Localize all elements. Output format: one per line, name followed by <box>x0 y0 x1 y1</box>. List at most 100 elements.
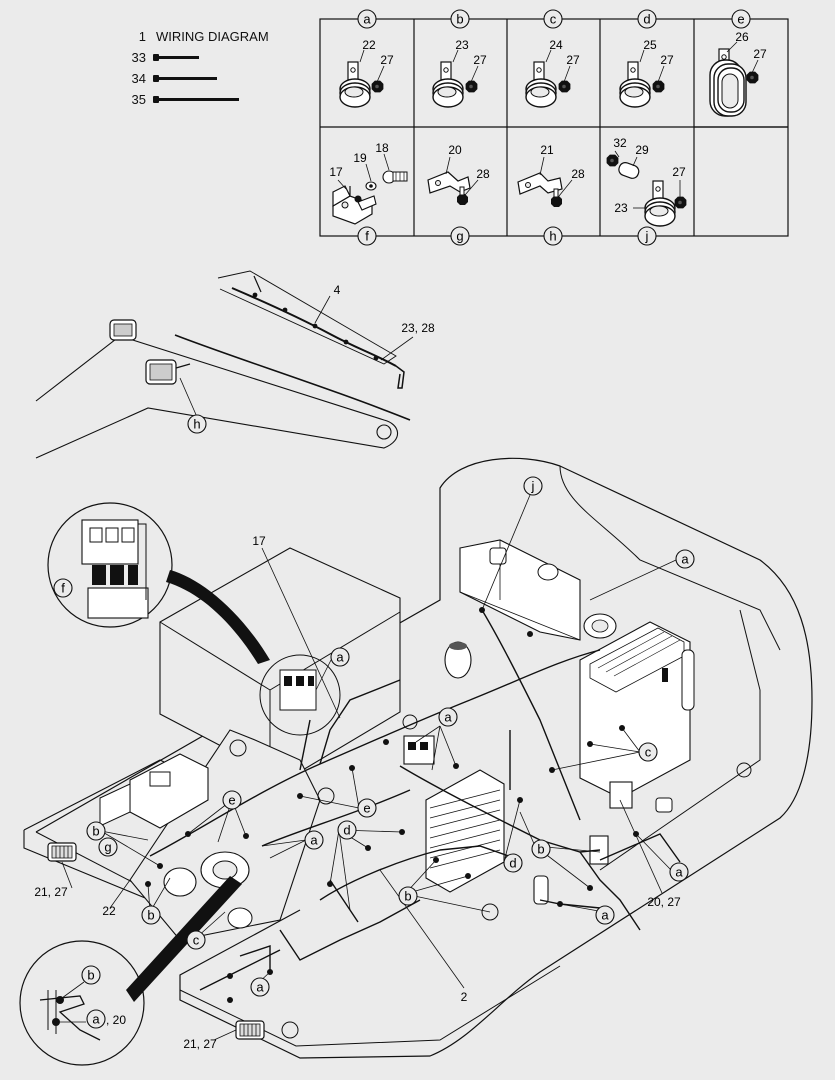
svg-text:27: 27 <box>473 53 487 67</box>
svg-text:b: b <box>404 889 411 904</box>
svg-text:h: h <box>549 229 556 244</box>
callout-j: j <box>523 476 543 496</box>
legend-row-33: 33 <box>120 47 310 68</box>
detail-letter-d: d <box>637 9 657 29</box>
svg-text:c: c <box>550 12 557 27</box>
svg-text:c: c <box>193 933 200 948</box>
svg-text:23: 23 <box>455 38 469 52</box>
detail-letter-f: f <box>357 226 377 246</box>
svg-text:d: d <box>509 856 516 871</box>
main-label-17: 17 <box>252 534 266 548</box>
cable-tie-icon <box>153 96 239 103</box>
svg-text:b: b <box>87 968 94 983</box>
engine-block <box>444 539 617 679</box>
svg-text:26: 26 <box>735 30 749 44</box>
svg-text:b: b <box>456 12 463 27</box>
svg-text:b: b <box>147 908 154 923</box>
cable-tie-icon <box>153 54 199 61</box>
detail-cell-g: 20 28 <box>427 143 490 206</box>
detail-letter-a: a <box>357 9 377 29</box>
legend-label: WIRING DIAGRAM <box>156 29 269 44</box>
svg-text:a: a <box>681 552 689 567</box>
svg-text:g: g <box>104 840 111 855</box>
main-label-21-27-left: 21, 27 <box>34 885 68 899</box>
svg-text:28: 28 <box>476 167 490 181</box>
detail-pointer-bottom <box>126 876 242 1002</box>
main-view: f 17 b a , 20 <box>19 457 813 1066</box>
boom-clamp-label: 23, 28 <box>401 321 435 335</box>
callout-a-relay: a <box>438 707 458 727</box>
detail-cell-c: 24 27 <box>525 38 580 108</box>
legend-number: 1 <box>138 29 146 44</box>
detail-cell-d: 25 27 <box>619 38 674 108</box>
detail-cell-f: 17 19 18 <box>329 141 408 225</box>
callout-h-boom: h <box>187 414 207 434</box>
legend-number: 34 <box>131 71 146 86</box>
legend-number: 33 <box>131 50 146 65</box>
svg-text:28: 28 <box>571 167 585 181</box>
callout-a-bracket: a <box>304 830 324 850</box>
svg-text:a: a <box>363 12 371 27</box>
main-label-2: 2 <box>461 990 468 1004</box>
svg-text:h: h <box>193 417 200 432</box>
main-label-a20: , 20 <box>106 1013 126 1027</box>
svg-text:a: a <box>601 908 609 923</box>
svg-text:f: f <box>61 581 65 596</box>
callout-d-cooler: d <box>503 853 523 873</box>
battery-box <box>99 753 209 829</box>
detail-view-bottom <box>19 940 145 1066</box>
callout-a-detail: a <box>86 1009 106 1029</box>
svg-text:27: 27 <box>566 53 580 67</box>
callout-a-bottom: a <box>250 977 270 997</box>
legend-row-35: 35 <box>120 89 310 110</box>
svg-text:32: 32 <box>613 136 627 150</box>
cable-tie-icon <box>153 75 217 82</box>
detail-letter-h: h <box>543 226 563 246</box>
detail-letter-g: g <box>450 226 470 246</box>
rear-light-bottom <box>235 1020 265 1040</box>
svg-text:27: 27 <box>660 53 674 67</box>
rear-light-left <box>47 842 77 862</box>
callout-d-center: d <box>337 820 357 840</box>
legend-row-34: 34 <box>120 68 310 89</box>
svg-text:a: a <box>310 833 318 848</box>
svg-text:b: b <box>92 824 99 839</box>
callout-a-right: a <box>669 862 689 882</box>
svg-text:a: a <box>92 1012 100 1027</box>
svg-text:21: 21 <box>540 143 554 157</box>
boom-view: 4 23, 28 h <box>35 270 435 459</box>
callout-c-bracket: c <box>186 930 206 950</box>
svg-text:17: 17 <box>329 165 343 179</box>
callout-g: g <box>98 837 118 857</box>
radiator <box>579 621 695 799</box>
svg-text:j: j <box>531 479 535 494</box>
svg-text:f: f <box>365 229 369 244</box>
boom-part-label: 4 <box>334 283 341 297</box>
main-label-21-27-bottom: 21, 27 <box>183 1037 217 1051</box>
detail-letter-b: b <box>450 9 470 29</box>
svg-text:22: 22 <box>362 38 376 52</box>
callout-b-right: b <box>531 839 551 859</box>
callout-b-center: b <box>398 886 418 906</box>
svg-text:b: b <box>537 842 544 857</box>
svg-text:e: e <box>228 793 235 808</box>
fuse-box-detail <box>259 654 341 736</box>
detail-letter-c: c <box>543 9 563 29</box>
callout-b-left: b <box>86 821 106 841</box>
callout-a-frame: a <box>595 905 615 925</box>
svg-text:27: 27 <box>380 53 394 67</box>
svg-text:19: 19 <box>353 151 367 165</box>
svg-text:e: e <box>737 12 744 27</box>
detail-cell-e: 26 27 <box>709 30 767 117</box>
main-label-22: 22 <box>102 904 116 918</box>
svg-text:a: a <box>256 980 264 995</box>
callout-c-radiator: c <box>638 742 658 762</box>
svg-text:25: 25 <box>643 38 657 52</box>
detail-cell-b: 23 27 <box>432 38 487 108</box>
svg-text:29: 29 <box>635 143 649 157</box>
svg-text:24: 24 <box>549 38 563 52</box>
svg-text:g: g <box>456 229 463 244</box>
callout-b-detail: b <box>81 965 101 985</box>
boom-work-light-lower <box>145 359 191 385</box>
